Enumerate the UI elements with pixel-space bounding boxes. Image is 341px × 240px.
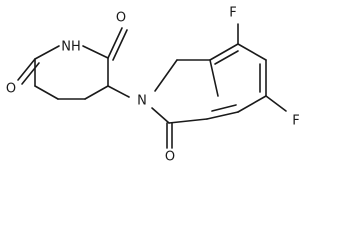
bond-carbonyl-top-1 [107,27,123,59]
bond-ar-1 [209,43,239,61]
bond-n-ch2 [154,59,178,92]
bond-c2-n1 [82,45,109,59]
atom-o-left: O [6,82,16,97]
structure-canvas: O NH O N F F O [6,6,300,165]
bond-ar-5 [206,111,239,120]
atom-f-bottom: F [292,114,299,129]
bond-c3a-c7a [209,59,219,97]
bond-carbonyl-left-1 [17,58,36,81]
atom-o-bottom: O [165,150,175,165]
atom-o-top: O [116,11,126,26]
bond-ar-1-inner [214,50,239,65]
bond-c-f-bottom [265,95,287,112]
atom-nh: NH [61,40,81,55]
bond-n-co [151,107,170,124]
bond-n1-c6 [34,45,60,60]
bond-carbonyl-top-2 [112,29,128,61]
bond-c5-c4 [34,85,59,100]
atom-f-top: F [229,6,236,21]
bond-c3-c2 [84,85,109,100]
bond-ar-2 [237,43,267,61]
bond-c3-n [107,85,130,98]
molecule-diagram: O NH O N F F O [6,6,300,165]
bond-carbonyl-left-2 [21,62,40,85]
bond-ar-5-inner [211,104,237,112]
bond-co-c3a [168,118,208,124]
atom-n-ring: N [137,94,147,109]
bond-ar-4 [237,95,267,113]
